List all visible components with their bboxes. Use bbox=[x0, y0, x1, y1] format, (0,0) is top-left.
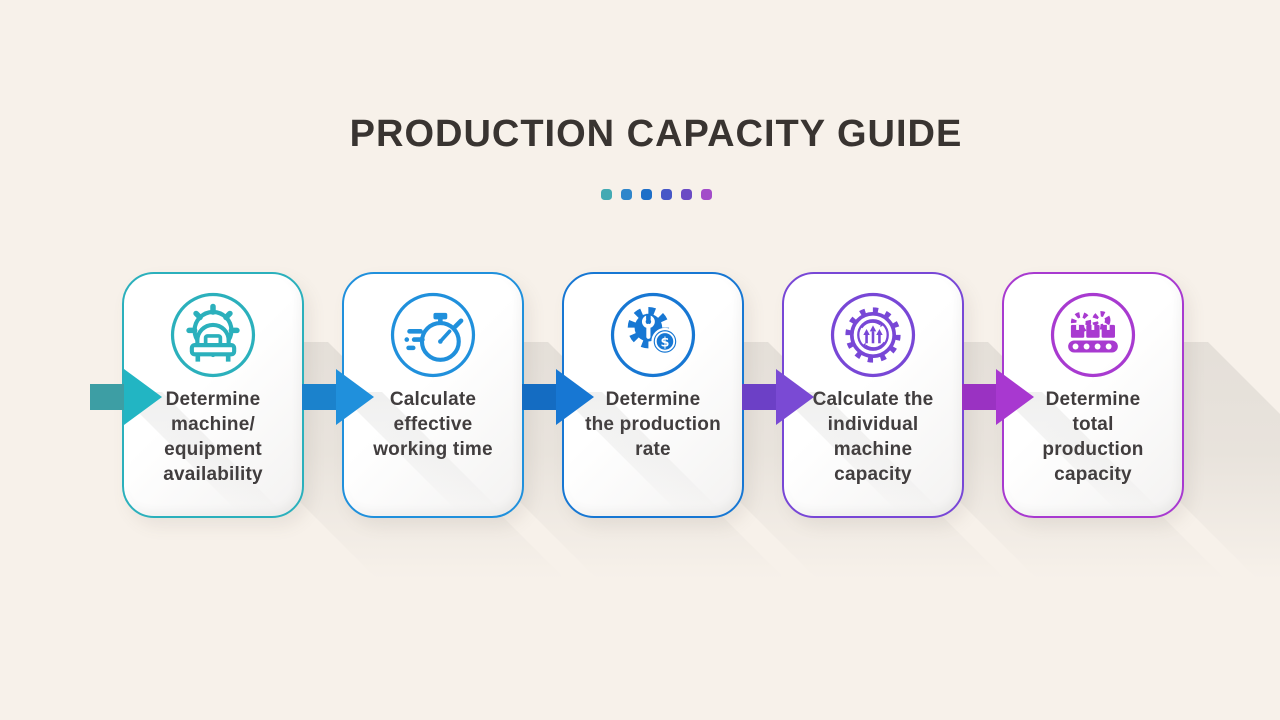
stopwatch-icon bbox=[387, 289, 479, 381]
arrow-right-icon bbox=[522, 369, 594, 425]
arrow-head bbox=[996, 369, 1034, 425]
step-label: Determine total production capacity bbox=[1042, 389, 1144, 485]
arrow-tail bbox=[522, 384, 556, 410]
page-title: PRODUCTION CAPACITY GUIDE bbox=[349, 113, 963, 155]
step-card: Determine total production capacity bbox=[1002, 272, 1184, 518]
arrow-tail bbox=[962, 384, 996, 410]
svg-text:$: $ bbox=[660, 336, 669, 351]
step-label: Determine machine/ equipment availabilit… bbox=[163, 389, 263, 485]
arrow-tail bbox=[90, 384, 124, 410]
machine-gear-icon bbox=[167, 289, 259, 381]
arrow-tail bbox=[302, 384, 336, 410]
step-card: Determine machine/ equipment availabilit… bbox=[122, 272, 304, 518]
arrow-head bbox=[336, 369, 374, 425]
step-5: Determine total production capacity bbox=[962, 272, 1280, 592]
step-label: Determine the production rate bbox=[585, 389, 721, 460]
arrow-head bbox=[124, 369, 162, 425]
divider-dot bbox=[700, 189, 712, 200]
arrow-right-icon bbox=[302, 369, 374, 425]
step-4: Calculate the individual machine capacit… bbox=[742, 272, 1238, 592]
arrow-right-icon bbox=[742, 369, 814, 425]
step-label: Calculate the individual machine capacit… bbox=[812, 389, 934, 485]
divider-dots bbox=[16, 189, 1280, 200]
divider-dot bbox=[680, 189, 692, 200]
step-label: Calculate effective working time bbox=[373, 389, 493, 460]
arrow-tail bbox=[742, 384, 776, 410]
arrow-head bbox=[556, 369, 594, 425]
conveyor-icon bbox=[1047, 289, 1139, 381]
divider-dot bbox=[620, 189, 632, 200]
arrow-head bbox=[776, 369, 814, 425]
divider-dot bbox=[640, 189, 652, 200]
gear-dollar-icon: $ bbox=[607, 289, 699, 381]
divider-dot bbox=[600, 189, 612, 200]
arrow-right-icon bbox=[90, 369, 162, 425]
divider-dot bbox=[660, 189, 672, 200]
arrow-right-icon bbox=[962, 369, 1034, 425]
step-3: $ Determine the production rate bbox=[522, 272, 1018, 592]
growth-gear-icon bbox=[827, 289, 919, 381]
step-2: Calculate effective working time bbox=[302, 272, 798, 592]
step-1: Determine machine/ equipment availabilit… bbox=[90, 272, 578, 592]
